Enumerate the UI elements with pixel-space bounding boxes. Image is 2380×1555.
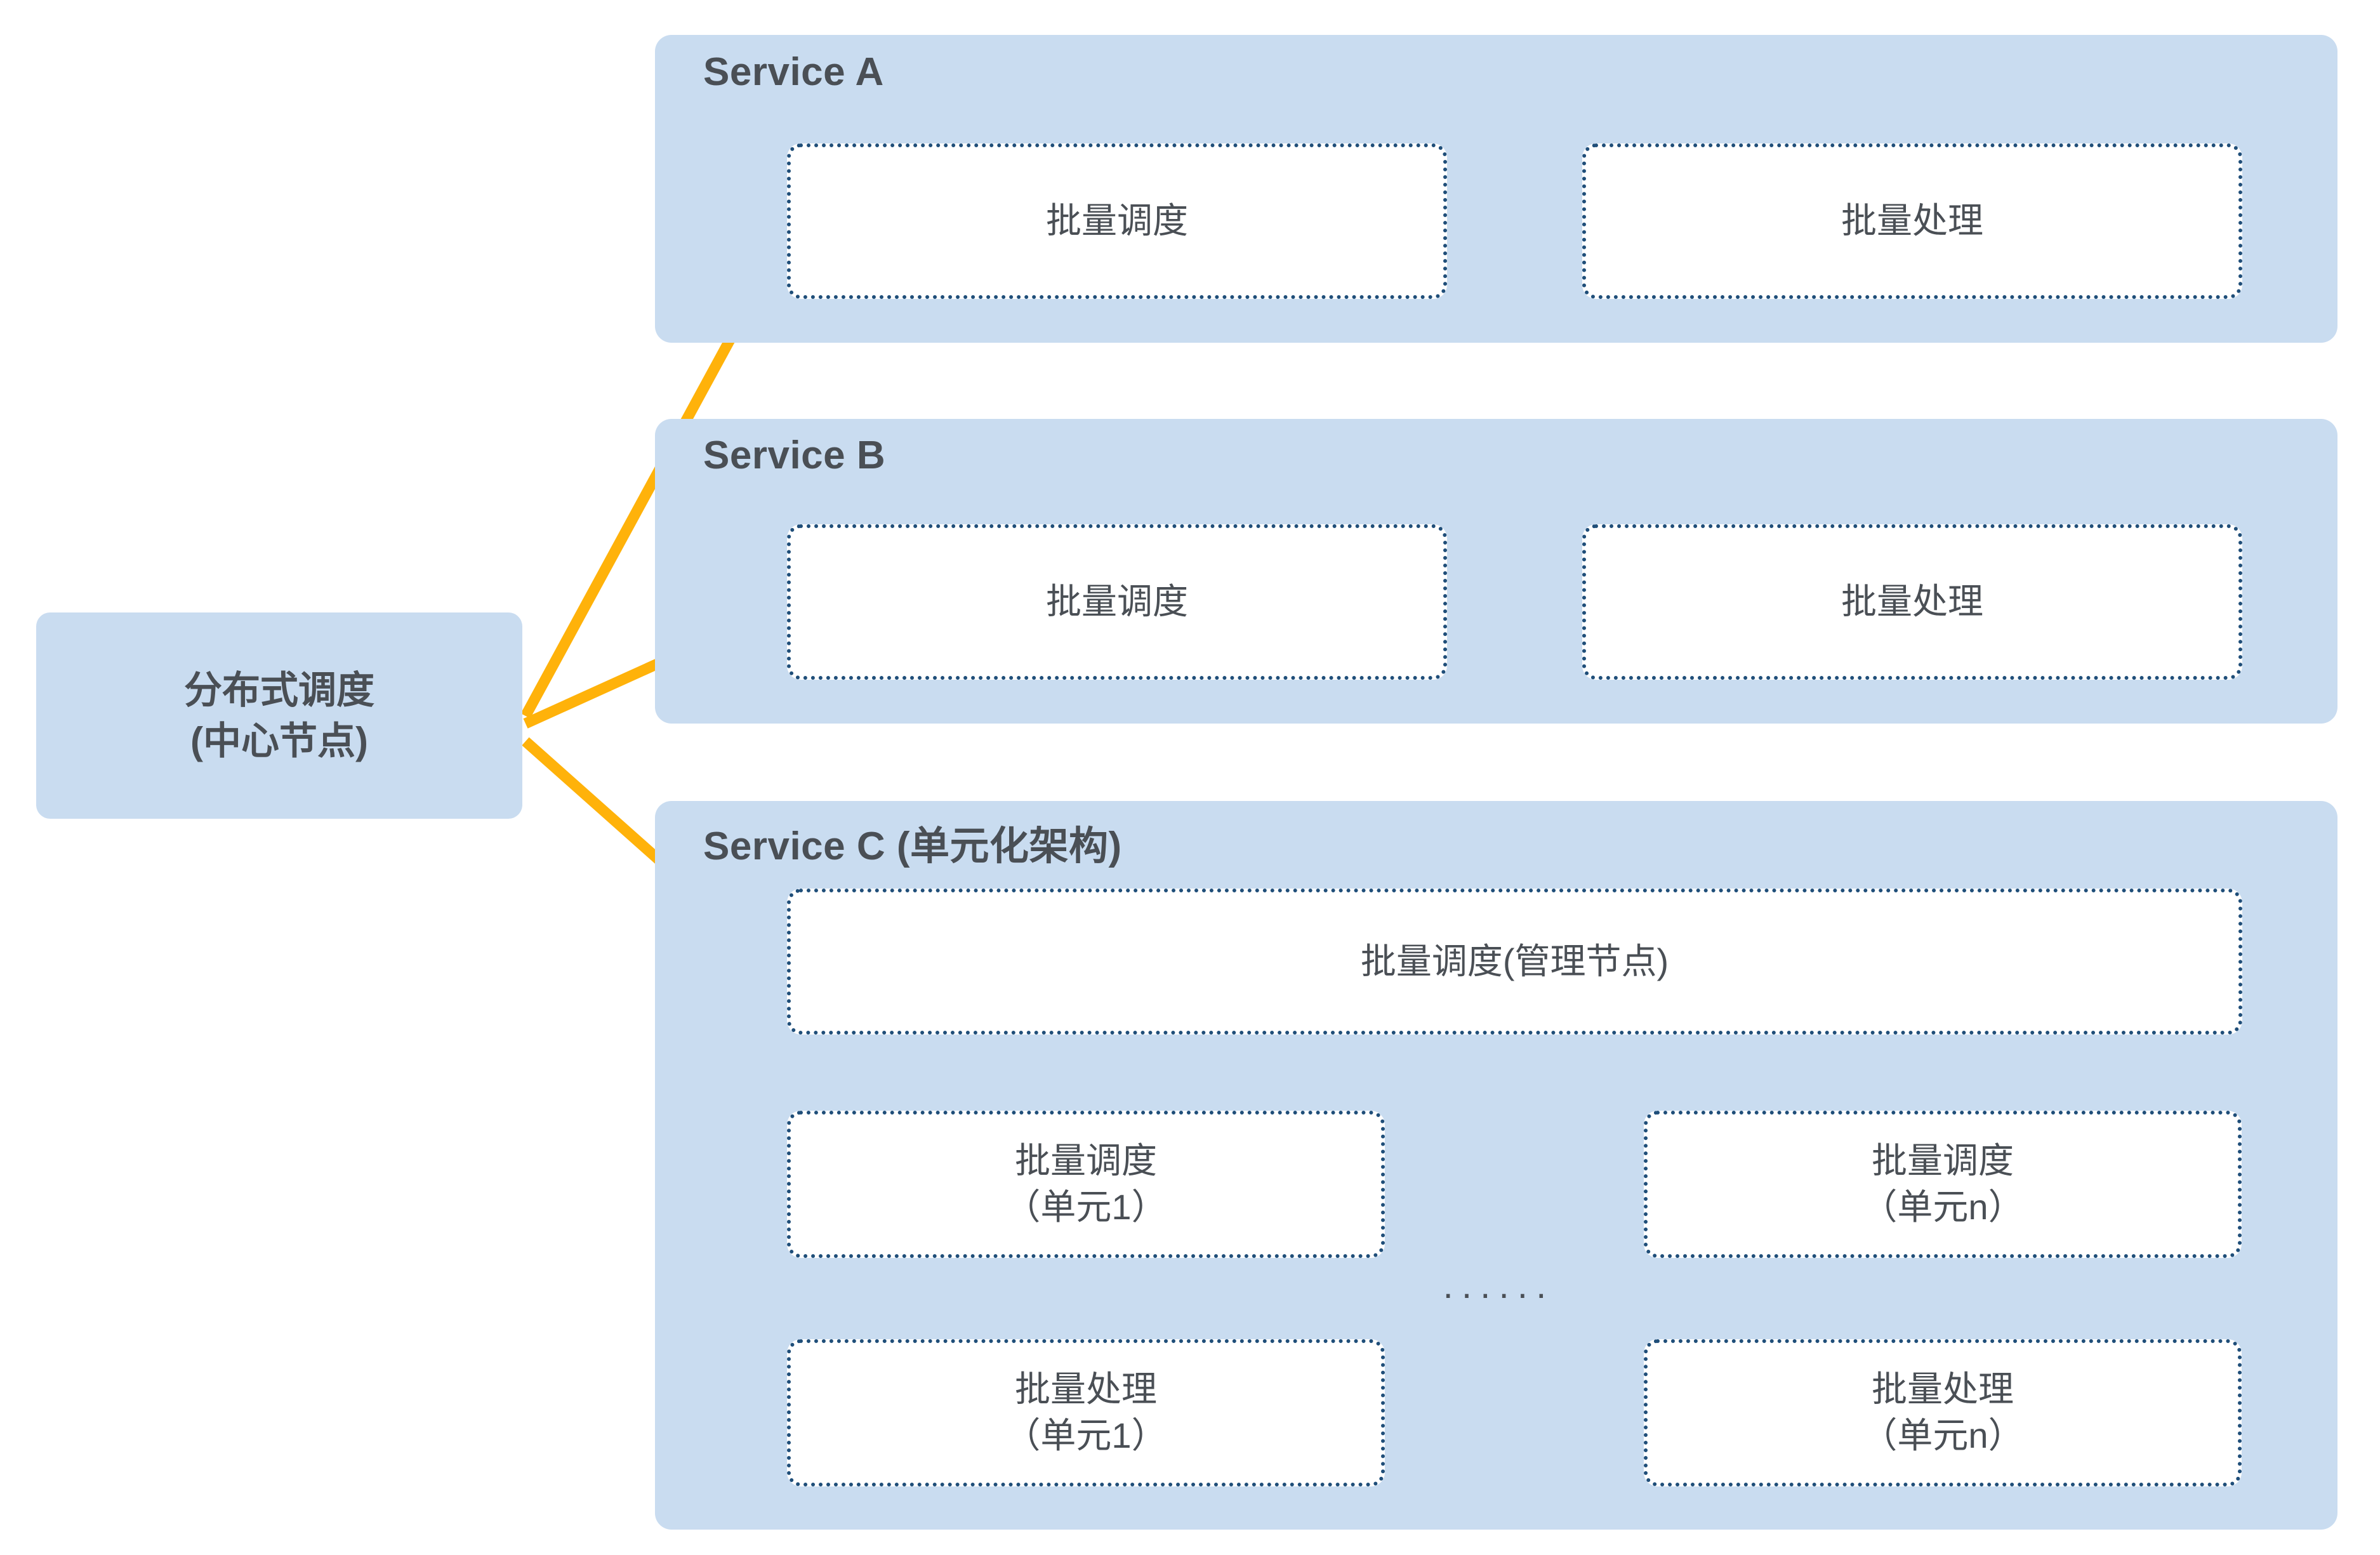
service-c-title: Service C (单元化架构) xyxy=(703,824,1122,868)
node-b-process[interactable]: 批量处理 xyxy=(1582,524,2242,680)
node-a-schedule-label: 批量调度 xyxy=(1046,201,1188,241)
center-node-label: 分布式调度 (中心节点) xyxy=(184,669,374,762)
node-a-process-label: 批量处理 xyxy=(1841,201,1983,241)
node-a-schedule[interactable]: 批量调度 xyxy=(787,143,1447,299)
service-b-title: Service B xyxy=(703,433,886,477)
node-c-schedule-unitn-label: 批量调度 （单元n） xyxy=(1861,1141,2024,1227)
node-c-manager[interactable]: 批量调度(管理节点) xyxy=(787,889,2242,1035)
node-b-schedule[interactable]: 批量调度 xyxy=(787,524,1447,680)
service-a-title: Service A xyxy=(703,50,884,94)
node-c-schedule-unit1-label: 批量调度 （单元1） xyxy=(1005,1141,1167,1227)
node-a-process[interactable]: 批量处理 xyxy=(1582,143,2242,299)
node-c-manager-label: 批量调度(管理节点) xyxy=(1360,941,1669,981)
units-ellipsis: ······ xyxy=(1442,1273,1554,1314)
node-c-process-unitn-label: 批量处理 （单元n） xyxy=(1861,1369,2024,1455)
node-c-schedule-unitn[interactable]: 批量调度 （单元n） xyxy=(1644,1111,2242,1258)
node-c-schedule-unit1[interactable]: 批量调度 （单元1） xyxy=(787,1111,1385,1258)
node-c-process-unit1[interactable]: 批量处理 （单元1） xyxy=(787,1339,1385,1486)
node-c-process-unit1-label: 批量处理 （单元1） xyxy=(1005,1369,1167,1455)
node-c-process-unitn[interactable]: 批量处理 （单元n） xyxy=(1644,1339,2242,1486)
node-b-process-label: 批量处理 xyxy=(1841,581,1983,622)
center-node-distributed-scheduler[interactable]: 分布式调度 (中心节点) xyxy=(36,612,522,819)
node-b-schedule-label: 批量调度 xyxy=(1046,581,1188,622)
